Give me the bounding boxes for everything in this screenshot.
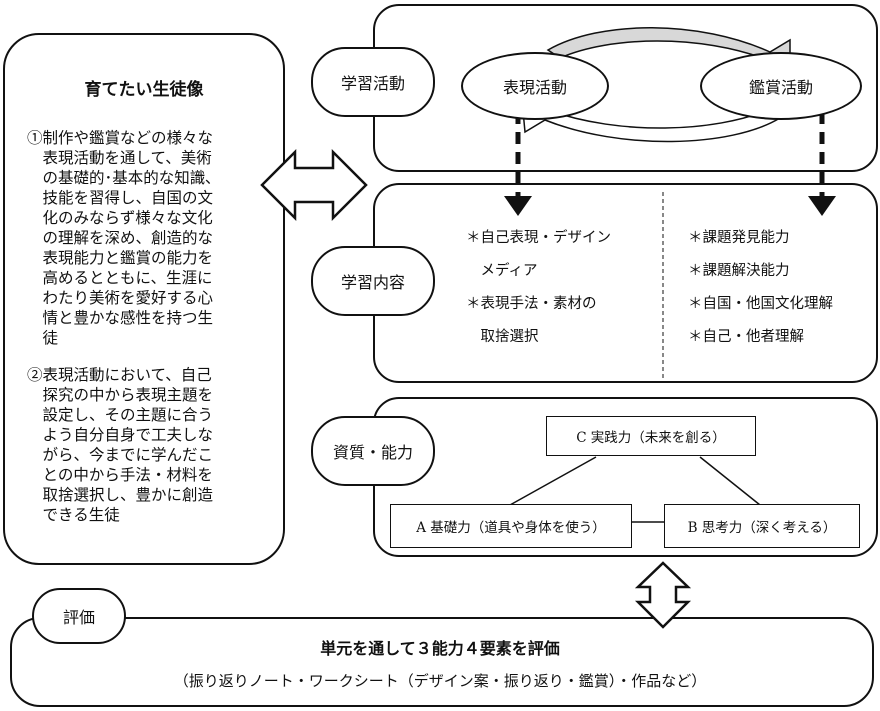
content-right-list: ＊課題発見能力 ＊課題解決能力 ＊自国・他国文化理解 ＊自己・他者理解: [688, 230, 833, 345]
learning-content-label-text: 学習内容: [340, 273, 405, 292]
learning-activities-label-text: 学習活動: [340, 74, 405, 93]
expression-activity-ellipse: 表現活動: [461, 52, 609, 120]
student-profile-title: 育てたい生徒像: [84, 80, 204, 100]
double-arrow-horizontal: [260, 148, 368, 222]
evaluation-panel: [10, 617, 874, 707]
evaluation-label: 評価: [32, 588, 126, 644]
content-left-list: ＊自己表現・デザイン メディア ＊表現手法・素材の 取捨選択: [466, 230, 611, 345]
appreciation-activity-label: 鑑賞活動: [748, 78, 813, 97]
ability-a-text: A 基礎力（道具や身体を使う）: [416, 520, 606, 536]
evaluation-title: 単元を通して３能力４要素を評価: [320, 639, 560, 658]
ability-b-box: B 思考力（深く考える）: [664, 504, 860, 548]
student-profile-item-1: ①制作や鑑賞などの様々な 表現活動を通して、美術 の基礎的･基本的な知識､ 技能…: [27, 129, 214, 347]
c-to-a-line: [509, 456, 597, 506]
double-arrow-vertical: [634, 561, 692, 629]
arrowhead-left: [504, 196, 532, 216]
c-to-b-line: [699, 456, 761, 506]
appreciation-activity-ellipse: 鑑賞活動: [700, 52, 862, 120]
student-profile-item-2: ②表現活動において、自己 探究の中から表現主題を 設定し、その主題に合う よう自…: [27, 366, 214, 524]
ability-c-box: C 実践力（未来を創る）: [546, 416, 756, 456]
abilities-label: 資質・能力: [311, 416, 435, 486]
evaluation-label-text: 評価: [62, 608, 95, 627]
learning-activities-label: 学習活動: [311, 47, 435, 117]
student-profile-panel: 育てたい生徒像 ①制作や鑑賞などの様々な 表現活動を通して、美術 の基礎的･基本…: [3, 33, 285, 565]
arrowhead-right: [808, 196, 836, 216]
abilities-label-text: 資質・能力: [332, 443, 413, 462]
ability-a-box: A 基礎力（道具や身体を使う）: [390, 504, 632, 548]
learning-content-panel: [373, 183, 878, 383]
ability-b-text: B 思考力（深く考える）: [687, 520, 837, 536]
evaluation-detail: （振り返りノート・ワークシート（デザイン案・振り返り・鑑賞）・作品など）: [173, 672, 707, 690]
expression-activity-label: 表現活動: [502, 78, 567, 97]
learning-content-label: 学習内容: [311, 246, 435, 316]
ability-c-text: C 実践力（未来を創る）: [576, 430, 726, 446]
